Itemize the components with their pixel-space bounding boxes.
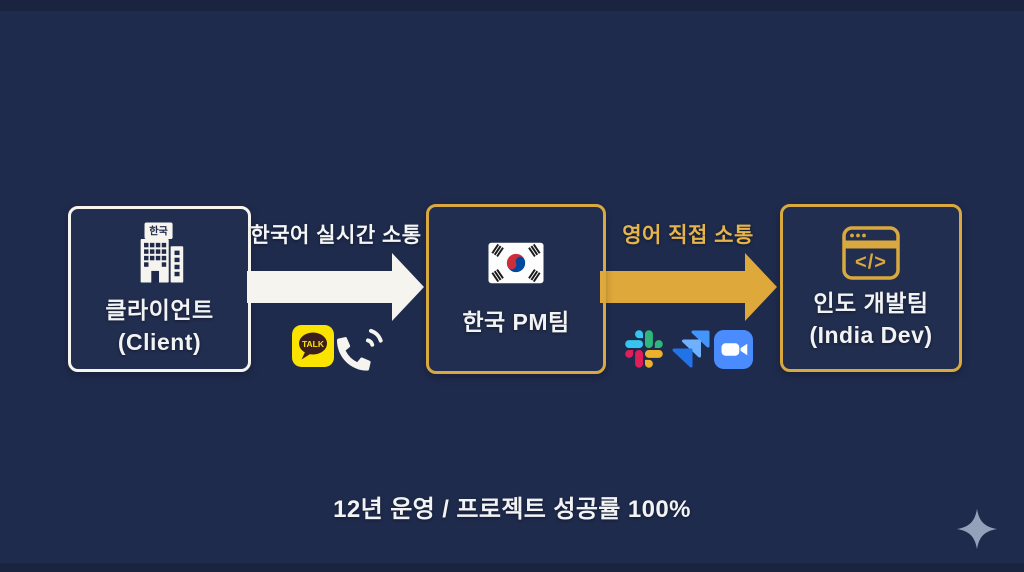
building-icon: 한국 [140,222,183,283]
arrow-client-to-pm [247,253,424,321]
node-client-subtitle: (Client) [117,329,202,355]
arrow-korean-label: 한국어 실시간 소통 [250,224,422,247]
code-window-icon: </> [842,226,900,280]
footer-caption: 12년 운영 / 프로젝트 성공률 100% [333,496,691,523]
bottom-edge-band [0,563,1024,572]
zoom-icon [714,330,753,374]
node-korea-pm-title: 한국 PM팀 [462,308,570,335]
node-client-title: 클라이언트 [105,297,214,324]
code-glyph: </> [855,252,887,274]
building-sign-label: 한국 [149,225,168,238]
phone-icon [337,323,385,376]
sparkle-icon [956,508,998,555]
arrow-english-label: 영어 직접 소통 [622,224,754,247]
arrow-pm-to-dev [600,253,777,321]
korea-flag-icon [488,242,544,283]
slack-icon [625,330,663,373]
node-india-dev-subtitle: (India Dev) [809,322,933,348]
kakaotalk-icon: TALK [292,325,334,372]
top-edge-band [0,0,1024,11]
jira-icon [667,329,711,378]
node-korea-pm: 한국 PM팀 [426,204,606,374]
kakaotalk-label: TALK [302,339,325,349]
node-india-dev-title: 인도 개발팀 [813,290,929,317]
node-india-dev: </> 인도 개발팀 (India Dev) [780,204,962,372]
